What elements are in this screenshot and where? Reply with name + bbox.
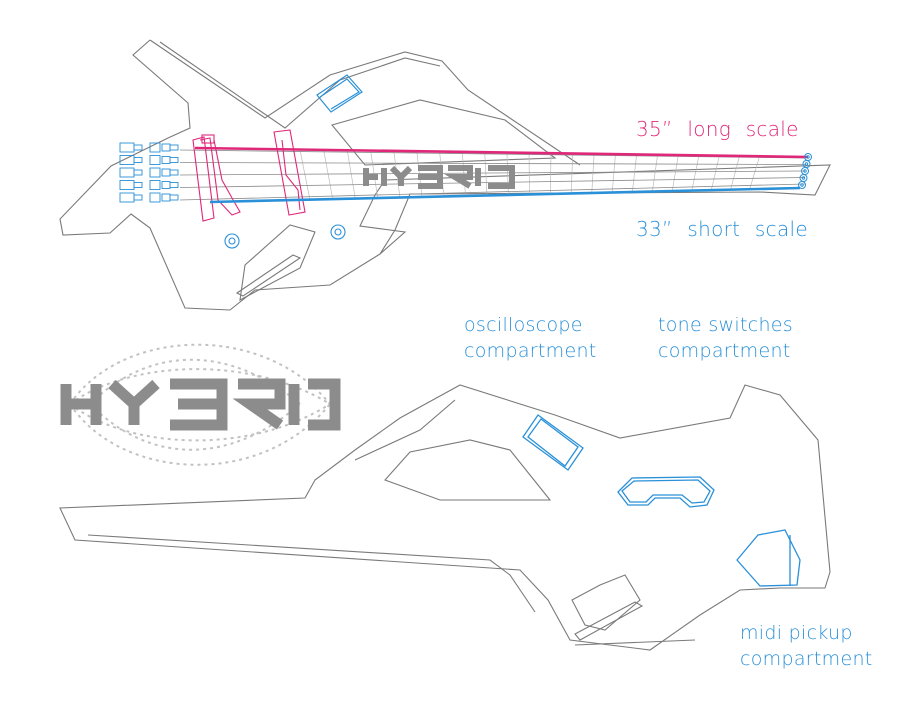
logo-arc xyxy=(89,403,301,451)
headless-tuning-posts xyxy=(798,153,812,189)
tuning-post xyxy=(798,181,806,189)
back-upper-cutout xyxy=(384,439,552,501)
fret-line xyxy=(611,153,616,193)
top-lower-cutout xyxy=(239,224,316,301)
pickup-screw xyxy=(201,134,215,144)
volume-knob xyxy=(224,233,240,249)
midi-pickup-compartment xyxy=(736,529,801,587)
logo-letter-y xyxy=(108,379,160,425)
midi-pickup-label-line1: midi pickup xyxy=(740,622,853,644)
fret-line xyxy=(346,150,356,199)
tone-switches-compartment xyxy=(617,476,715,508)
tuner xyxy=(119,167,179,178)
short-scale-label: 33” short scale xyxy=(636,217,808,241)
fret-line xyxy=(461,151,466,197)
logo-letter-b xyxy=(170,378,228,431)
top-upper-cutout xyxy=(331,99,557,166)
oscilloscope-label: oscilloscope compartment xyxy=(464,312,597,364)
logo-letter-r xyxy=(232,378,286,430)
fret-line xyxy=(299,149,311,201)
tone-switches-label: tone switches compartment xyxy=(658,312,793,364)
back-horn-cutout xyxy=(571,574,641,631)
oscilloscope-compartment xyxy=(522,414,584,471)
midi-pickup-label-line2: compartment xyxy=(740,648,873,670)
back-lower-contour xyxy=(87,534,536,613)
string xyxy=(179,183,806,201)
short-scale-line xyxy=(209,186,801,204)
tuner xyxy=(119,192,179,203)
midi-pickup-label: midi pickup compartment xyxy=(740,620,873,672)
fret-line xyxy=(632,153,638,192)
back-body-outline xyxy=(59,384,831,651)
hybrid-logo xyxy=(60,343,341,466)
string xyxy=(179,170,806,176)
top-lower-horn-groove xyxy=(235,254,302,297)
tuner xyxy=(119,180,179,190)
guitar-back-view xyxy=(59,384,831,651)
back-compartments xyxy=(522,414,801,587)
logo-letters xyxy=(60,378,341,431)
oscilloscope-label-line2: compartment xyxy=(464,340,597,362)
tuner-block xyxy=(119,142,179,203)
fret-line xyxy=(323,150,334,200)
fretboard-logo xyxy=(363,165,515,189)
tone-switches-label-line2: compartment xyxy=(658,340,791,362)
tone-switches-label-line1: tone switches xyxy=(658,314,793,336)
tone-knob xyxy=(330,224,346,240)
tuning-post xyxy=(799,174,808,182)
fret-line xyxy=(591,153,595,193)
fret-line xyxy=(570,152,574,194)
logo-letter-d xyxy=(308,378,341,431)
oscilloscope-label-line1: oscilloscope xyxy=(464,314,583,336)
back-neck-groove xyxy=(574,639,696,646)
volume-knob-center xyxy=(228,237,236,245)
tuner xyxy=(119,142,179,153)
tuner xyxy=(119,155,179,165)
back-left-ridge xyxy=(354,399,456,461)
knobs xyxy=(224,224,346,249)
long-scale-label: 35” long scale xyxy=(636,117,799,141)
top-oscilloscope-compartment xyxy=(316,74,363,113)
logo-arc xyxy=(69,343,331,405)
top-wing-inner xyxy=(159,41,441,129)
logo-arc xyxy=(69,403,331,466)
tone-knob-center xyxy=(334,228,342,236)
long-scale-line xyxy=(194,146,809,159)
logo-letter-h xyxy=(60,384,102,425)
pickups xyxy=(192,129,306,222)
string xyxy=(179,162,806,165)
fret-line xyxy=(484,151,488,196)
back-horn-groove xyxy=(574,601,644,641)
neck-pickup xyxy=(273,129,306,216)
tuning-post xyxy=(802,160,811,168)
